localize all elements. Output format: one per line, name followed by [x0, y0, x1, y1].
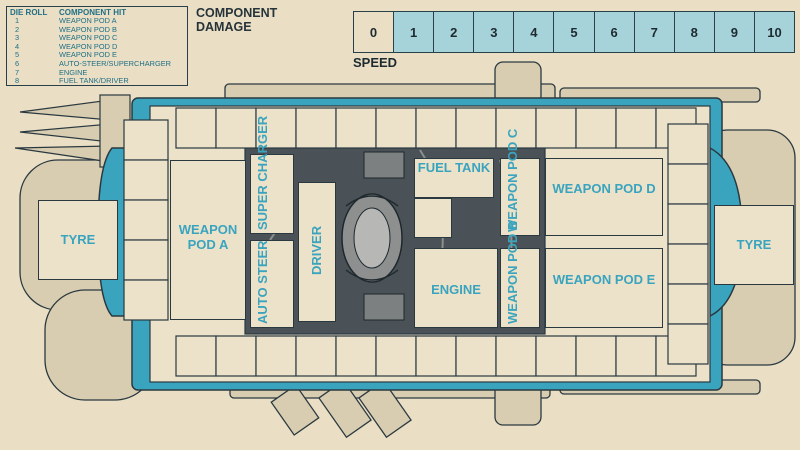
tyre-right-box[interactable]	[714, 205, 794, 285]
speed-cell[interactable]: 0	[354, 12, 394, 52]
armor-cell-bottom[interactable]	[415, 335, 457, 377]
armor-cell-bottom[interactable]	[215, 335, 257, 377]
engine-label: ENGINE	[431, 282, 481, 297]
supercharger-label: SUPER CHARGER	[255, 115, 270, 230]
armor-cell-left[interactable]	[123, 239, 169, 281]
armor-cell-right[interactable]	[667, 123, 709, 165]
speed-cell[interactable]: 9	[713, 12, 754, 52]
component-damage-title: COMPONENT DAMAGE	[196, 6, 278, 34]
armor-cell-top[interactable]	[415, 107, 457, 149]
fuel-tank-box[interactable]	[414, 198, 452, 238]
armor-cell-right[interactable]	[667, 203, 709, 245]
weapon-pod-d-box[interactable]	[545, 158, 663, 236]
armor-cell-bottom[interactable]	[255, 335, 297, 377]
armor-cell-top[interactable]	[575, 107, 617, 149]
armor-cell-top[interactable]	[215, 107, 257, 149]
auto-steer-label: AUTO STEER	[255, 240, 270, 324]
driver-box[interactable]	[298, 182, 336, 322]
armor-cell-top[interactable]	[535, 107, 577, 149]
armor-cell-bottom[interactable]	[335, 335, 377, 377]
tyre-left-label: TYRE	[60, 232, 96, 247]
weapon-pod-c-box[interactable]	[500, 158, 540, 236]
weapon-pod-b-label: WEAPON POD B	[505, 220, 520, 324]
armor-cell-right[interactable]	[667, 323, 709, 365]
armor-cell-bottom[interactable]	[455, 335, 497, 377]
weapon-pod-d-label: WEAPON POD D	[552, 181, 656, 196]
speed-track: 0 1 2 3 4 5 6 7 8 9 10	[353, 11, 795, 53]
armor-cell-left[interactable]	[123, 119, 169, 161]
armor-cell-bottom[interactable]	[175, 335, 217, 377]
speed-label: SPEED	[353, 55, 398, 70]
armor-cell-left[interactable]	[123, 199, 169, 241]
armor-cell-bottom[interactable]	[375, 335, 417, 377]
armor-cell-top[interactable]	[335, 107, 377, 149]
armor-cell-bottom[interactable]	[495, 335, 537, 377]
speed-cell[interactable]: 4	[513, 12, 554, 52]
weapon-pod-e-label: WEAPON POD E	[552, 272, 656, 287]
weapon-pod-a-box[interactable]	[170, 160, 246, 320]
armor-cell-right[interactable]	[667, 243, 709, 285]
driver-helmet-icon	[341, 151, 405, 321]
fuel-tank-box[interactable]	[414, 158, 494, 198]
armor-cell-bottom[interactable]	[615, 335, 657, 377]
speed-cell[interactable]: 10	[753, 12, 795, 52]
tyre-left-box[interactable]	[38, 200, 118, 280]
tyre-right-label: TYRE	[736, 237, 772, 252]
armor-cell-left[interactable]	[123, 279, 169, 321]
speed-cell[interactable]: 1	[393, 12, 434, 52]
weapon-pod-a-label: WEAPON POD A	[178, 222, 238, 252]
weapon-pod-b-box[interactable]	[500, 248, 540, 328]
engine-box[interactable]	[414, 248, 498, 328]
armor-cell-top[interactable]	[455, 107, 497, 149]
die-roll-header: DIE ROLL	[10, 8, 48, 17]
speed-cell[interactable]: 6	[593, 12, 634, 52]
component-hit-header: COMPONENT HIT	[59, 8, 127, 17]
speed-cell[interactable]: 5	[553, 12, 594, 52]
fuel-tank-label: FUEL TANK	[417, 160, 491, 175]
weapon-pod-e-box[interactable]	[545, 248, 663, 328]
armor-cell-bottom[interactable]	[575, 335, 617, 377]
armor-cell-right[interactable]	[667, 163, 709, 205]
armor-cell-top[interactable]	[615, 107, 657, 149]
armor-cell-top[interactable]	[295, 107, 337, 149]
auto-steer-box[interactable]	[250, 240, 294, 328]
speed-cell[interactable]: 3	[473, 12, 514, 52]
speed-cell[interactable]: 8	[673, 12, 714, 52]
armor-cell-bottom[interactable]	[535, 335, 577, 377]
supercharger-box[interactable]	[250, 154, 294, 234]
armor-cell-right[interactable]	[667, 283, 709, 325]
armor-cell-top[interactable]	[375, 107, 417, 149]
speed-cell[interactable]: 2	[433, 12, 474, 52]
armor-cell-top[interactable]	[175, 107, 217, 149]
armor-cell-left[interactable]	[123, 159, 169, 201]
armor-cell-bottom[interactable]	[295, 335, 337, 377]
speed-cell[interactable]: 7	[633, 12, 674, 52]
